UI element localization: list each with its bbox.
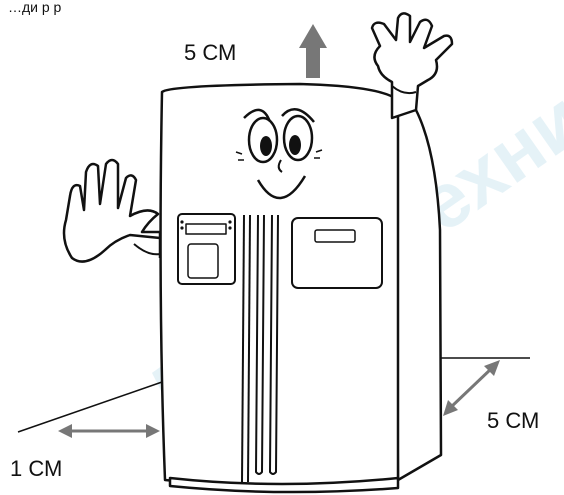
dispenser-display bbox=[185, 223, 227, 235]
left-gap-label: 1 СМ bbox=[10, 456, 63, 481]
top-arrow-shape bbox=[299, 24, 327, 78]
right-pupil bbox=[289, 135, 301, 155]
right-eyebrow bbox=[281, 108, 315, 123]
smile bbox=[256, 175, 307, 200]
left-handle bbox=[255, 214, 265, 475]
top-gap-label: 5 СМ bbox=[184, 40, 237, 65]
right-clearance-arrow bbox=[443, 360, 500, 416]
fridge-compartment bbox=[291, 217, 383, 289]
top-caption: …ди р р bbox=[8, 0, 62, 15]
floor-line-left bbox=[17, 381, 163, 433]
dispenser-outlet bbox=[187, 243, 219, 279]
door-split-left bbox=[241, 214, 245, 483]
top-clearance-arrow bbox=[299, 24, 327, 78]
right-hand-shape bbox=[370, 12, 454, 120]
right-gap-label: 5 СМ bbox=[487, 408, 540, 433]
fridge-side-panel bbox=[393, 98, 443, 482]
fridge-base bbox=[168, 476, 400, 494]
nose bbox=[277, 159, 283, 173]
right-handle bbox=[269, 214, 279, 475]
compartment-handle bbox=[314, 229, 356, 243]
fridge-face bbox=[235, 108, 323, 200]
left-hand bbox=[62, 158, 162, 263]
left-pupil bbox=[260, 136, 272, 156]
left-hand-shape bbox=[62, 158, 161, 263]
door-split-right bbox=[247, 214, 251, 483]
right-hand bbox=[370, 12, 454, 120]
left-clearance-arrow bbox=[58, 424, 160, 438]
refrigerator bbox=[159, 82, 443, 494]
